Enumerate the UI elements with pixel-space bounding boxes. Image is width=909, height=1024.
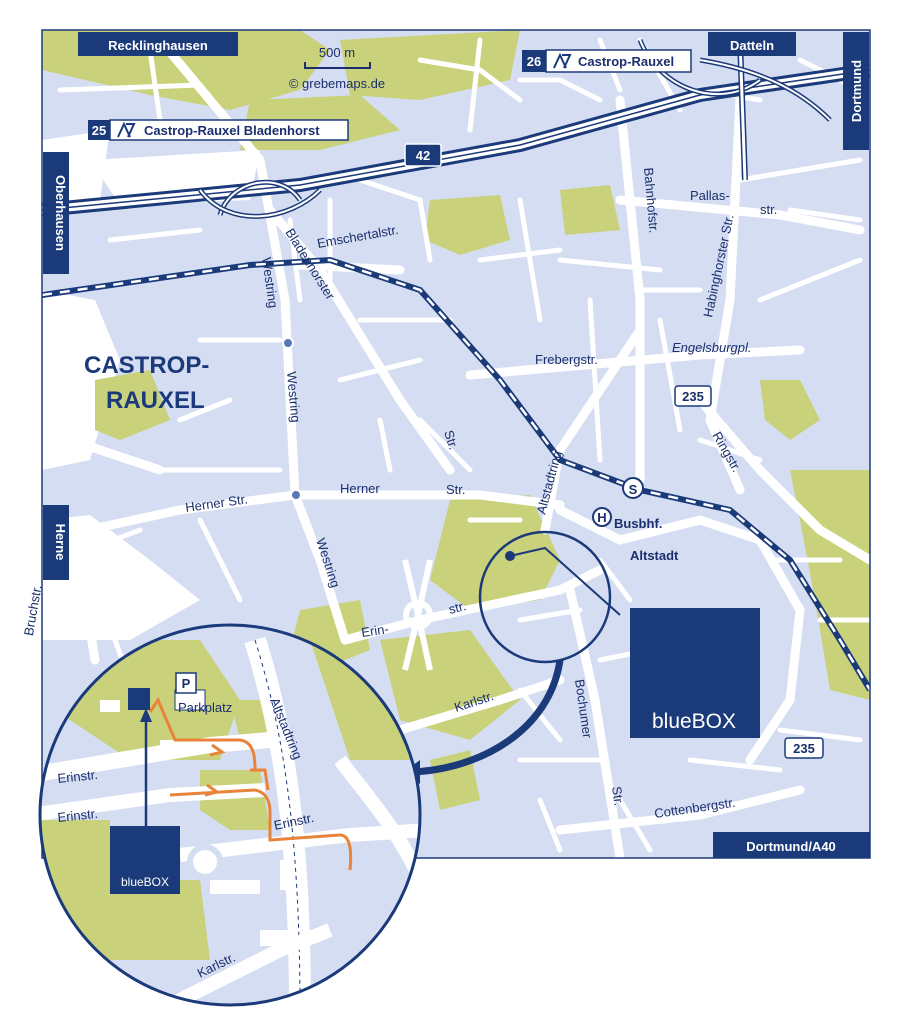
street-label: Str. [609,785,627,806]
bluebox-building[interactable] [128,688,150,710]
street-label: Bruchstr. [21,584,45,637]
svg-text:H: H [597,510,606,525]
street-label: Frebergstr. [535,352,598,367]
inset-bluebox-logo[interactable]: blueBOX [110,826,180,894]
parking-icon[interactable]: P [175,672,197,694]
svg-text:Castrop-Rauxel: Castrop-Rauxel [578,54,674,69]
district-name: Altstadt [630,548,679,563]
exit-26-sign: 26 Castrop-Rauxel [522,49,692,73]
svg-text:42: 42 [416,148,430,163]
street-label: str. [447,598,467,617]
exit-icon [553,52,572,69]
direction-oberhausen: Oberhausen [43,152,69,274]
svg-text:Oberhausen: Oberhausen [53,175,68,251]
svg-text:Recklinghausen: Recklinghausen [108,38,208,53]
street-label: Erinstr. [57,767,99,786]
scale-bar: 500 m © grebemaps.de [289,45,385,91]
street-label: Westring [284,371,303,423]
inset-map[interactable]: P Parkplatz Erinstr. Erinstr. Erinstr. A… [30,615,430,1015]
federal-road-shield-235: 235 [784,737,824,759]
magnifier-circle[interactable] [478,530,612,664]
city-name: RAUXEL [106,387,205,414]
direction-herne: Herne [43,505,69,580]
parking-label: Parkplatz [178,700,232,715]
direction-dortmund-a40: Dortmund/A40 [713,832,870,858]
street-label: str. [760,202,777,217]
motorway-a42 [42,39,870,219]
exit-icon [117,121,136,138]
svg-text:235: 235 [793,741,815,756]
bus-station-label: Busbhf. [614,516,662,531]
zoom-arrow [409,659,564,776]
street-label: Engelsburgpl. [672,340,752,355]
bluebox-logo[interactable]: blueBOX [630,608,760,738]
svg-text:Dortmund/A40: Dortmund/A40 [746,839,836,854]
motorway-shield-a42: 42 [404,143,442,167]
railway [42,256,870,692]
svg-text:26: 26 [527,54,541,69]
sbahn-station-icon[interactable]: S [622,477,644,499]
svg-text:Castrop-Rauxel Bladenhorst: Castrop-Rauxel Bladenhorst [144,123,320,138]
copyright: © grebemaps.de [289,76,385,91]
direction-dortmund: Dortmund [843,32,869,150]
svg-text:blueBOX: blueBOX [121,875,169,889]
svg-text:P: P [182,676,191,691]
city-name: CASTROP- [84,352,209,379]
federal-road-shield-235: 235 [674,385,712,407]
route-path [148,696,353,871]
svg-text:S: S [629,482,638,497]
svg-text:500 m: 500 m [319,45,355,60]
direction-recklinghausen: Recklinghausen [78,32,238,56]
street-label: Str. [446,482,466,497]
svg-text:235: 235 [682,389,704,404]
svg-text:Datteln: Datteln [730,38,774,53]
street-label: Herner [340,481,380,496]
direction-datteln: Datteln [708,32,796,56]
street-label: Str. [441,428,461,451]
street-label: Erinstr. [57,806,99,825]
street-label: Pallas- [690,188,730,203]
street-label: Westring [259,256,281,309]
svg-text:Dortmund: Dortmund [849,60,864,122]
svg-text:blueBOX: blueBOX [652,710,736,733]
svg-text:Herne: Herne [53,524,68,561]
exit-25-sign: 25 Castrop-Rauxel Bladenhorst [88,119,349,141]
street-label: Erin- [360,621,389,640]
svg-text:25: 25 [92,123,106,138]
street-label: Bahnhofstr. [641,167,662,234]
bus-station-icon[interactable]: H [592,507,612,527]
